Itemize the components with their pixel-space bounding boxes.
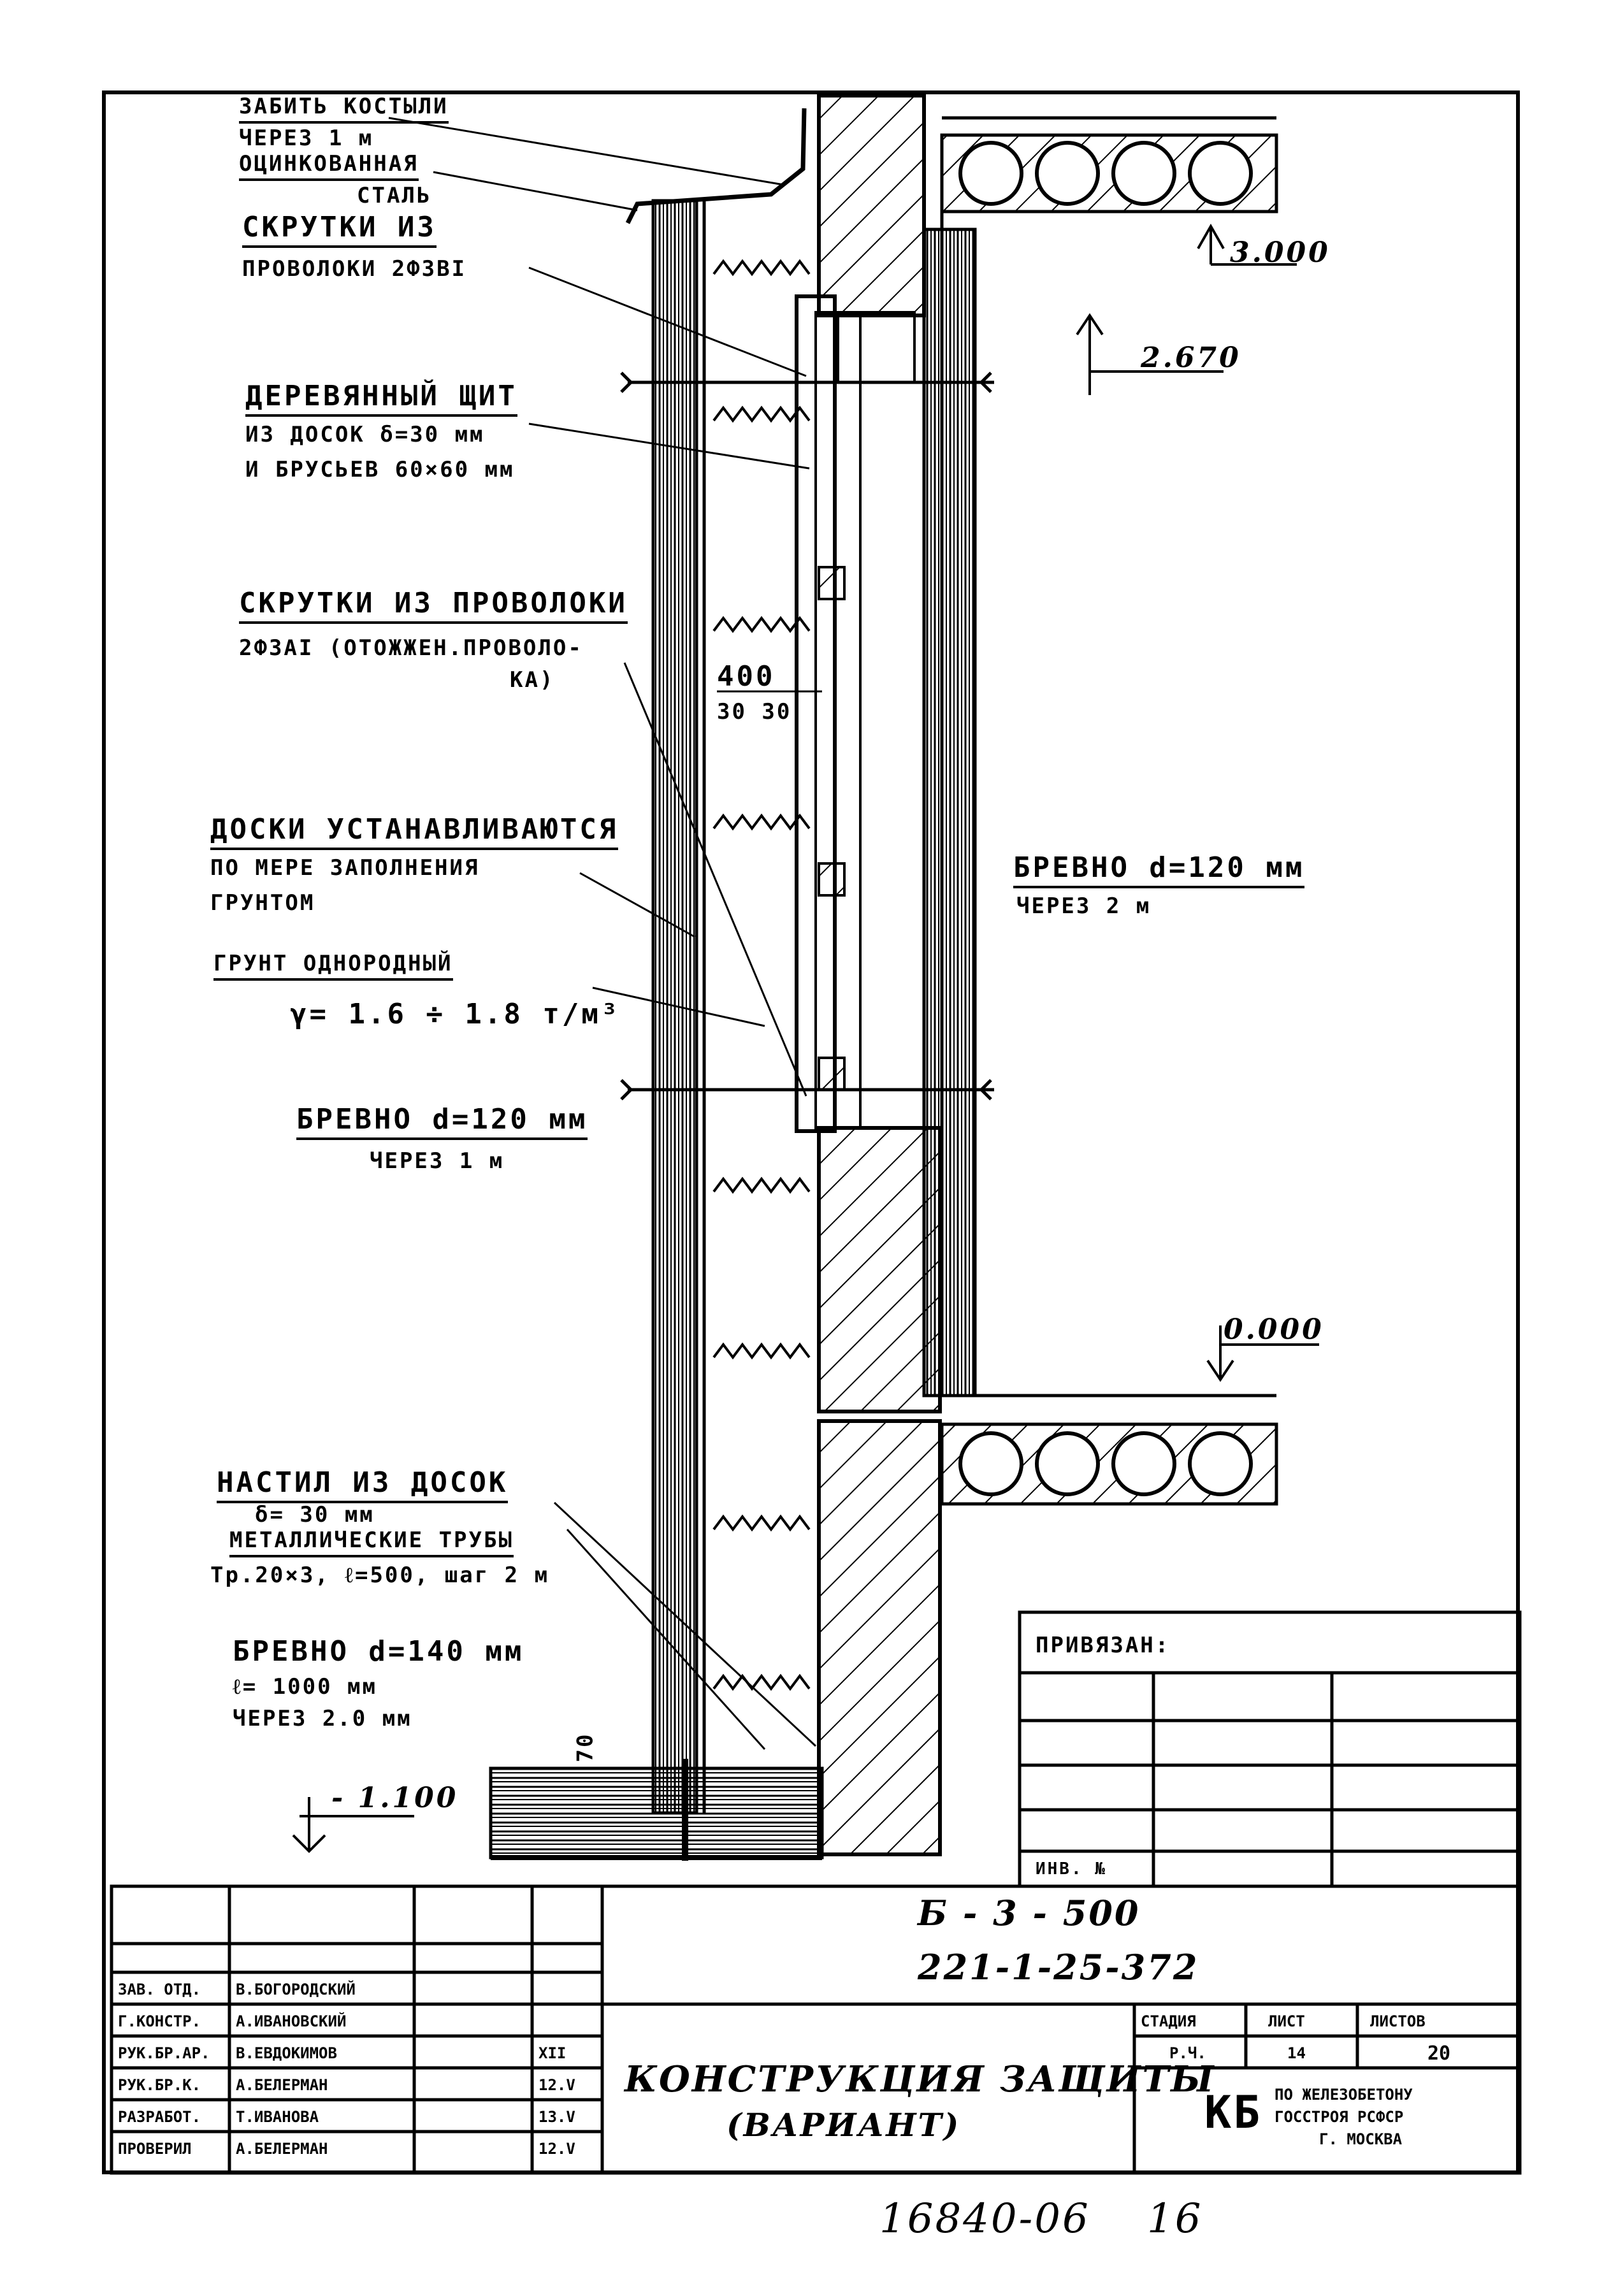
code-2: 221-1-25-372 — [918, 1947, 1199, 1988]
dim-400-sub: 30 30 — [717, 699, 792, 725]
log2-label: БРЕВНО d=120 мм — [1013, 854, 1305, 888]
role-2: РУК.БР.АР. — [118, 2044, 210, 2062]
right-timber-wall — [922, 227, 977, 1397]
log3-l2: ℓ= 1000 мм — [233, 1674, 377, 1700]
slab-core — [1111, 141, 1176, 206]
slab-core — [1188, 1431, 1253, 1496]
stage-value: Р.Ч. — [1169, 2044, 1206, 2062]
log1-label: БРЕВНО d=120 мм — [296, 1106, 588, 1140]
window-opening — [795, 294, 916, 1133]
sheet-value: 14 — [1287, 2044, 1306, 2062]
pipe-l2: Тр.20×3, ℓ=500, шаг 2 м — [210, 1563, 550, 1588]
name-0: В.БОГОРОДСКИЙ — [236, 1981, 356, 1998]
sheets-value: 20 — [1427, 2042, 1451, 2065]
soil-label: ГРУНТ ОДНОРОДНЫЙ — [213, 953, 453, 981]
level-top: 3.000 — [1230, 236, 1331, 269]
shield-l2: ИЗ ДОСОК δ=30 мм — [245, 422, 485, 447]
dim-70: 70 — [572, 1732, 598, 1763]
role-5: ПРОВЕРИЛ — [118, 2140, 192, 2158]
boards-l3: ГРУНТОМ — [210, 890, 315, 916]
name-2: В.ЕВДОКИМОВ — [236, 2044, 337, 2062]
role-0: ЗАВ. ОТД. — [118, 1981, 201, 1998]
date-3: 12.V — [538, 2076, 575, 2094]
twist-sub: ПРОВОЛОКИ 2Ф3ВI — [242, 256, 467, 282]
soil-l2: γ= 1.6 ÷ 1.8 т/м³ — [290, 998, 621, 1030]
log3-label: БРЕВНО d=140 мм — [233, 1635, 524, 1668]
date-5: 12.V — [538, 2140, 575, 2158]
footer-number: 16840-06 — [879, 2195, 1090, 2242]
slab-core — [958, 1431, 1023, 1496]
top-floor-slab — [940, 133, 1278, 213]
nail-sub: ЧЕРЕЗ 1 м — [239, 126, 374, 151]
stage-header: СТАДИЯ — [1141, 2012, 1196, 2030]
name-4: Т.ИВАНОВА — [236, 2108, 319, 2126]
twist-label: СКРУТКИ ИЗ — [242, 213, 437, 248]
wire-label: СКРУТКИ ИЗ ПРОВОЛОКИ — [239, 589, 628, 624]
drawing-title: КОНСТРУКЦИЯ ЗАЩИТЫ — [625, 2058, 1216, 2100]
sheet-header: ЛИСТ — [1268, 2012, 1305, 2030]
org-line-3: Г. МОСКВА — [1319, 2130, 1403, 2148]
dim-400: 400 — [717, 660, 776, 693]
log1-sub: ЧЕРЕЗ 1 м — [370, 1148, 505, 1174]
name-5: А.БЕЛЕРМАН — [236, 2140, 328, 2158]
date-4: 13.V — [538, 2108, 575, 2126]
slab-core — [1035, 1431, 1100, 1496]
name-1: А.ИВАНОВСКИЙ — [236, 2012, 347, 2030]
board-deck — [489, 1766, 824, 1859]
shield-l3: И БРУСЬЕВ 60×60 мм — [245, 457, 515, 482]
pipe-label: МЕТАЛЛИЧЕСКИЕ ТРУБЫ — [229, 1529, 514, 1557]
title-block-grid — [110, 1884, 1522, 2175]
date-2: XII — [538, 2044, 567, 2062]
level-bottom: - 1.100 — [331, 1782, 459, 1814]
deck-label: НАСТИЛ ИЗ ДОСОК — [217, 1469, 509, 1503]
wire-l2: 2Ф3АI (ОТОЖЖЕН.ПРОВОЛО- — [239, 635, 583, 661]
name-3: А.БЕЛЕРМАН — [236, 2076, 328, 2094]
sheets-header: ЛИСТОВ — [1370, 2012, 1426, 2030]
level-zero: 0.000 — [1224, 1313, 1324, 1346]
drawing-subtitle: (ВАРИАНТ) — [726, 2106, 961, 2144]
wire-l3: КА) — [510, 667, 555, 693]
steel-sub: СТАЛЬ — [357, 183, 432, 208]
slab-core — [1111, 1431, 1176, 1496]
footer-page: 16 — [1147, 2195, 1203, 2242]
soil-fill — [712, 259, 811, 1691]
slab-core — [1035, 141, 1100, 206]
org-logo: КБ — [1204, 2086, 1262, 2139]
code-1: Б - 3 - 500 — [918, 1893, 1141, 1933]
concrete-wall — [817, 94, 944, 1856]
binding-inv: ИНВ. № — [1036, 1859, 1107, 1879]
binding-title: ПРИВЯЗАН: — [1036, 1633, 1171, 1658]
log3-l3: ЧЕРЕЗ 2.0 мм — [233, 1706, 412, 1731]
org-line-1: ПО ЖЕЛЕЗОБЕТОНУ — [1275, 2086, 1413, 2104]
nail-label: ЗАБИТЬ КОСТЫЛИ — [239, 96, 449, 124]
log2-sub: ЧЕРЕЗ 2 м — [1016, 893, 1152, 919]
role-1: Г.КОНСТР. — [118, 2012, 201, 2030]
bottom-floor-slab — [940, 1422, 1278, 1506]
level-mid: 2.670 — [1141, 342, 1241, 374]
org-line-2: ГОССТРОЯ РСФСР — [1275, 2108, 1404, 2126]
leader-lines — [388, 117, 822, 1751]
slab-core — [958, 141, 1023, 206]
deck-l2: δ= 30 мм — [255, 1502, 375, 1527]
level-markers — [292, 223, 1319, 1853]
steel-label: ОЦИНКОВАННАЯ — [239, 153, 419, 181]
boards-l2: ПО МЕРЕ ЗАПОЛНЕНИЯ — [210, 855, 480, 881]
shield-label: ДЕРЕВЯННЫЙ ЩИТ — [245, 382, 517, 417]
slab-core — [1188, 141, 1253, 206]
boards-label: ДОСКИ УСТАНАВЛИВАЮТСЯ — [210, 816, 619, 850]
horizontal-logs — [620, 372, 994, 1101]
role-4: РАЗРАБОТ. — [118, 2108, 201, 2126]
binding-table — [1018, 1610, 1522, 1888]
role-3: РУК.БР.К. — [118, 2076, 201, 2094]
